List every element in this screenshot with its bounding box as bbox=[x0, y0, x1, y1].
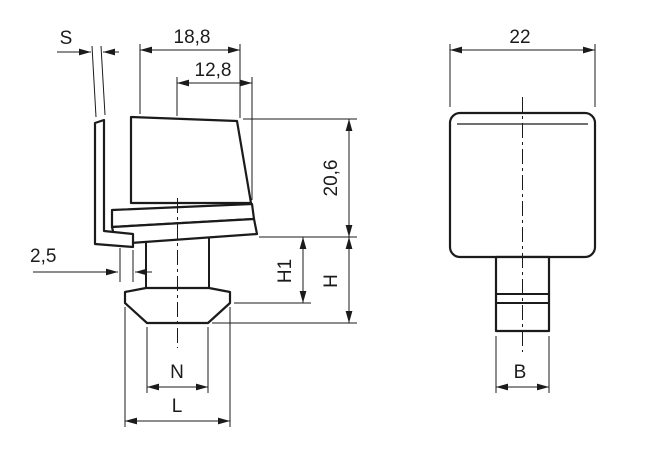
dim-h1: H1 bbox=[234, 237, 311, 304]
hook-bracket bbox=[93, 118, 135, 249]
dim-s-label: S bbox=[60, 28, 73, 49]
dim-upper-height-label: 20,6 bbox=[321, 160, 342, 197]
front-view-part bbox=[448, 97, 597, 352]
dim-h: H bbox=[212, 237, 357, 324]
dim-h1-label: H1 bbox=[275, 259, 296, 283]
dim-b: B bbox=[495, 336, 550, 393]
dim-l: L bbox=[124, 307, 231, 427]
dim-top-width-label: 18,8 bbox=[174, 27, 211, 48]
dim-upper-height: 20,6 bbox=[243, 118, 357, 238]
side-view-part bbox=[93, 115, 259, 348]
dim-s-ext-left bbox=[91, 45, 97, 118]
dim-s-ext-right bbox=[100, 45, 106, 116]
head-block bbox=[129, 115, 253, 205]
dim-top-inner-width: 12,8 bbox=[176, 60, 253, 200]
dim-front-width: 22 bbox=[449, 27, 596, 107]
dim-n: N bbox=[146, 327, 209, 393]
dim-front-width-label: 22 bbox=[509, 27, 530, 48]
dim-s: S bbox=[57, 28, 119, 118]
dim-hook-offset-label: 2,5 bbox=[30, 246, 56, 267]
front-view: 22 B bbox=[448, 27, 597, 393]
dim-top-inner-label: 12,8 bbox=[195, 60, 232, 81]
dim-h-label: H bbox=[321, 274, 342, 288]
dim-n-label: N bbox=[170, 362, 184, 383]
side-view: S 18,8 12,8 20,6 bbox=[30, 27, 357, 427]
dim-hook-offset: 2,5 bbox=[30, 246, 152, 282]
dim-l-label: L bbox=[172, 396, 183, 417]
dim-b-label: B bbox=[514, 362, 527, 383]
